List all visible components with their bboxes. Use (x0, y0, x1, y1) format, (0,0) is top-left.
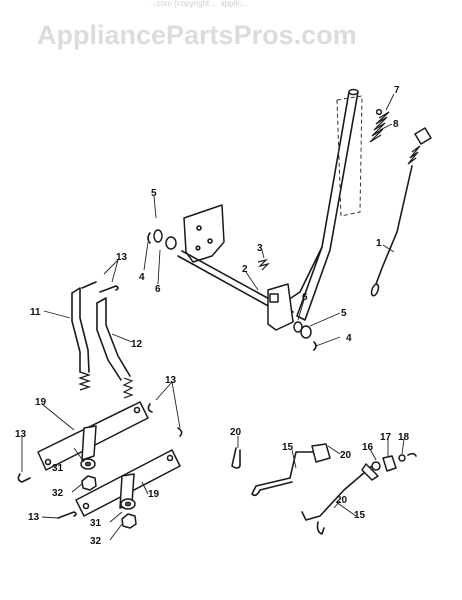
nut-upper (81, 475, 97, 491)
hairpin-clip (81, 281, 119, 293)
callout-13: 13 (28, 512, 40, 523)
washer-upper (80, 458, 96, 470)
callout-17: 17 (380, 432, 392, 443)
callout-18: 18 (398, 432, 410, 443)
callout-31: 31 (90, 518, 102, 529)
washer-lower (120, 498, 136, 510)
lift-link-right (96, 297, 134, 399)
ferrule-assembly (371, 452, 417, 472)
nut-lower (121, 513, 137, 529)
callout-labels: 7 8 5 3 1 13 4 6 2 11 12 6 5 4 13 19 13 … (15, 85, 410, 547)
small-spring (257, 258, 270, 271)
hairpin-clip-left (17, 473, 31, 483)
callout-6: 6 (302, 292, 308, 303)
callout-5: 5 (151, 188, 157, 199)
hairpin-clip-bottom (57, 511, 77, 519)
cotter-pin (231, 447, 241, 469)
bushing-left (147, 229, 177, 250)
callout-19: 19 (148, 489, 160, 500)
handle-spring (369, 108, 390, 143)
callout-leaders (21, 93, 405, 541)
watermark-fragment: ...com (copyright ... applic... (150, 0, 248, 8)
lift-handle-lever (287, 88, 359, 321)
callout-31: 31 (52, 463, 64, 474)
adjustment-rod-lower (301, 463, 379, 521)
callout-16: 16 (362, 442, 374, 453)
callout-1: 1 (376, 238, 382, 249)
mounting-bracket-plate (183, 204, 225, 263)
callout-12: 12 (131, 339, 143, 350)
hairpin-clip-right (147, 403, 183, 437)
watermark-text: AppliancePartsPros.com (37, 20, 357, 50)
callout-20: 20 (336, 495, 348, 506)
callout-20: 20 (340, 450, 352, 461)
callout-15: 15 (282, 442, 294, 453)
handle-knob (407, 127, 432, 165)
handle-pivot-bracket (267, 283, 294, 331)
callout-5: 5 (341, 308, 347, 319)
callout-13: 13 (15, 429, 27, 440)
adjustment-rod-upper (251, 443, 331, 497)
callout-15: 15 (354, 510, 366, 521)
callout-3: 3 (257, 243, 263, 254)
callout-8: 8 (393, 119, 399, 130)
callout-6: 6 (155, 284, 161, 295)
callout-4: 4 (346, 333, 352, 344)
callout-2: 2 (242, 264, 248, 275)
callout-13: 13 (116, 252, 128, 263)
callout-4: 4 (139, 272, 145, 283)
handle-guide-dashed (336, 95, 363, 217)
callout-20: 20 (230, 427, 242, 438)
lift-rod (370, 165, 413, 297)
lift-arm-upper (37, 401, 149, 471)
callout-19: 19 (35, 397, 47, 408)
callout-11: 11 (30, 307, 41, 318)
callout-7: 7 (394, 85, 400, 96)
callout-32: 32 (52, 488, 64, 499)
cotter-pin-lower (316, 521, 325, 535)
callout-32: 32 (90, 536, 102, 547)
lift-link-left (71, 287, 91, 391)
bushing-right (293, 321, 317, 351)
callout-13: 13 (165, 375, 177, 386)
